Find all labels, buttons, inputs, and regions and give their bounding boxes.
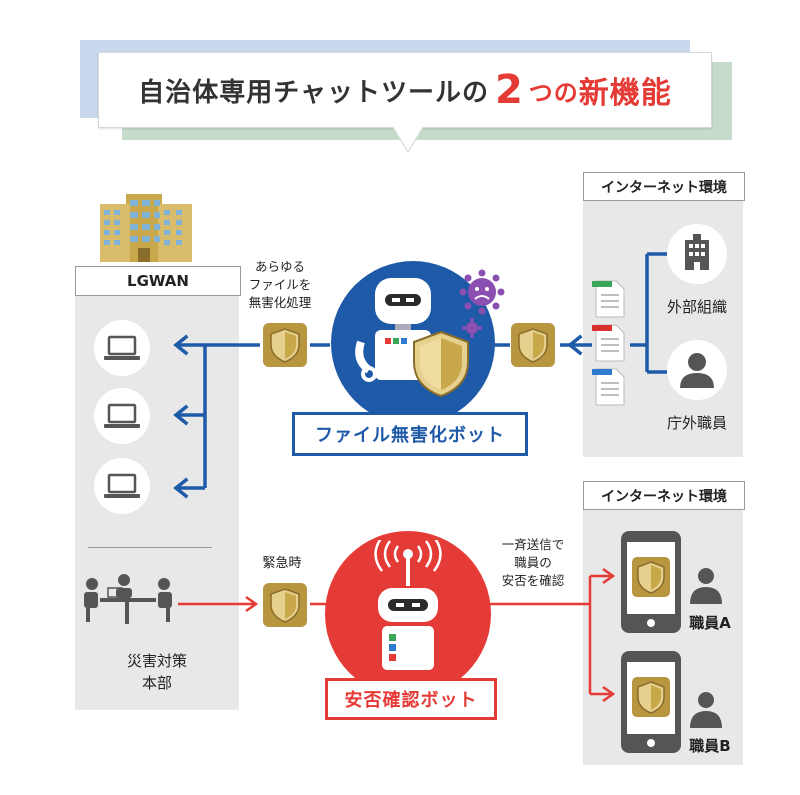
internet-top-label: インターネット環境 bbox=[583, 172, 745, 201]
document-icon bbox=[592, 324, 625, 362]
file-bot-note-line3: 無害化処理 bbox=[248, 295, 312, 310]
lgwan-label: LGWAN bbox=[75, 266, 241, 296]
office-circle bbox=[667, 224, 727, 284]
shield-icon bbox=[263, 323, 307, 367]
shield-icon bbox=[263, 583, 307, 627]
file-bot-note-line2: ファイルを bbox=[248, 277, 312, 292]
title-suffix-small: つの bbox=[528, 78, 579, 107]
person-icon bbox=[690, 692, 722, 728]
file-bot-name: ファイル無害化ボット bbox=[292, 412, 528, 456]
laptop-circle-2 bbox=[94, 388, 150, 444]
smartphone-icon bbox=[621, 651, 681, 753]
office-icon bbox=[685, 234, 709, 270]
documents-group bbox=[592, 280, 625, 406]
antenna-icon bbox=[374, 540, 442, 586]
hq-label: 災害対策 本部 bbox=[75, 650, 239, 694]
person-icon bbox=[690, 568, 722, 604]
document-icon bbox=[592, 368, 625, 406]
hq-label-line1: 災害対策 bbox=[126, 652, 187, 670]
laptop-circle-1 bbox=[94, 320, 150, 376]
building-icon bbox=[100, 194, 192, 262]
shield-icon bbox=[511, 323, 555, 367]
virus-icon bbox=[459, 269, 505, 315]
broadcast-line3: 安否を確認 bbox=[501, 573, 565, 588]
safety-bot-note: 緊急時 bbox=[262, 556, 302, 571]
hq-label-line2: 本部 bbox=[141, 674, 172, 692]
laptop-icon bbox=[104, 403, 140, 428]
laptop-icon bbox=[104, 473, 140, 498]
virus-icon bbox=[462, 318, 482, 338]
lgwan-divider bbox=[88, 547, 212, 548]
broadcast-note: 一斉送信で 職員の 安否を確認 bbox=[488, 536, 578, 590]
title-pointer bbox=[391, 124, 425, 153]
title-banner: 自治体専用チャットツールの 2 つの 新機能 bbox=[98, 52, 712, 128]
smartphone-icon bbox=[621, 531, 681, 633]
staff-b-label: 職員B bbox=[689, 737, 731, 755]
safety-bot-name: 安否確認ボット bbox=[325, 678, 497, 720]
staff-a-label: 職員A bbox=[689, 614, 731, 632]
document-icon bbox=[592, 280, 625, 318]
laptop-circle-3 bbox=[94, 458, 150, 514]
org-label: 外部組織 bbox=[666, 298, 727, 316]
staff-label: 庁外職員 bbox=[666, 414, 727, 432]
title-number: 2 bbox=[494, 67, 523, 113]
file-bot-note: あらゆる ファイルを 無害化処理 bbox=[240, 258, 320, 312]
title-prefix: 自治体専用チャットツールの bbox=[138, 77, 489, 108]
broadcast-line2: 職員の bbox=[514, 555, 552, 570]
meeting-icon bbox=[84, 574, 172, 624]
shield-icon bbox=[632, 677, 670, 717]
broadcast-line1: 一斉送信で bbox=[501, 537, 565, 552]
internet-bottom-label: インターネット環境 bbox=[583, 481, 745, 510]
file-bot-note-line1: あらゆる bbox=[254, 259, 305, 274]
robot-icon bbox=[378, 588, 438, 670]
laptop-icon bbox=[104, 335, 140, 360]
shield-icon bbox=[632, 557, 670, 597]
title-suffix: 新機能 bbox=[578, 76, 672, 111]
shield-icon bbox=[413, 330, 469, 398]
person-icon bbox=[680, 353, 714, 388]
staff-circle bbox=[667, 340, 727, 400]
